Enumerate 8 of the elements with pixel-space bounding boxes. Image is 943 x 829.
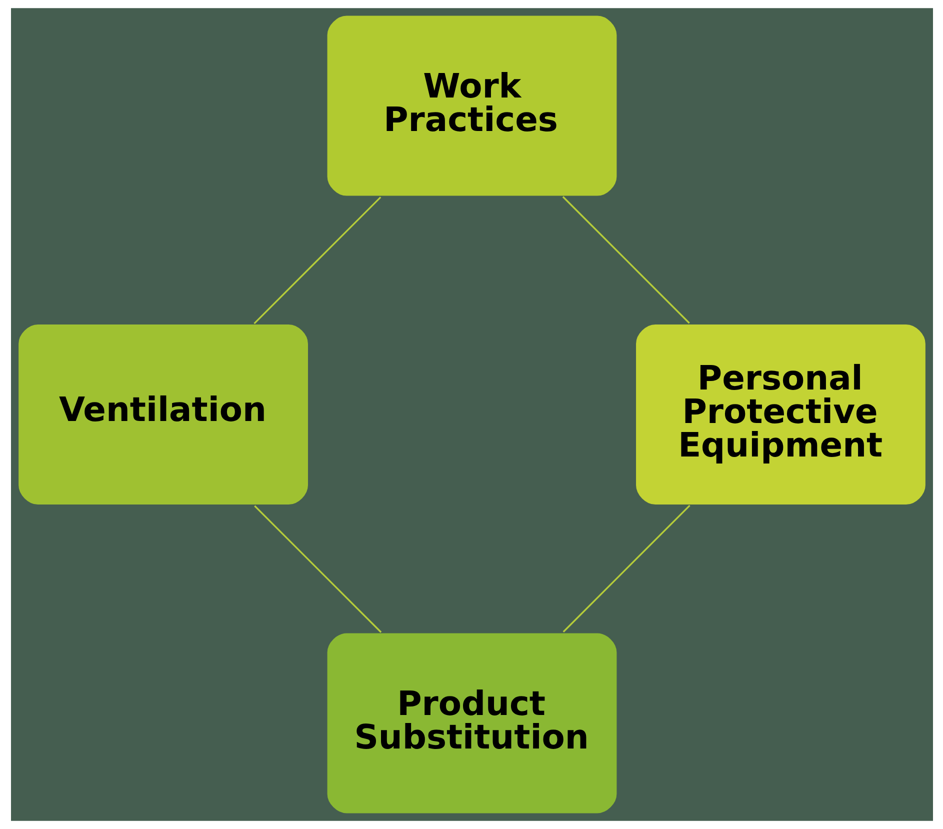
connector — [562, 504, 690, 632]
node-box: Product Substitution — [325, 632, 618, 815]
node-box: Work Practices — [325, 14, 618, 198]
connector — [254, 505, 382, 633]
connector — [253, 196, 381, 324]
node-box: Personal Protective Equipment — [634, 322, 927, 506]
node-box: Ventilation — [16, 322, 310, 506]
connector — [562, 196, 690, 324]
